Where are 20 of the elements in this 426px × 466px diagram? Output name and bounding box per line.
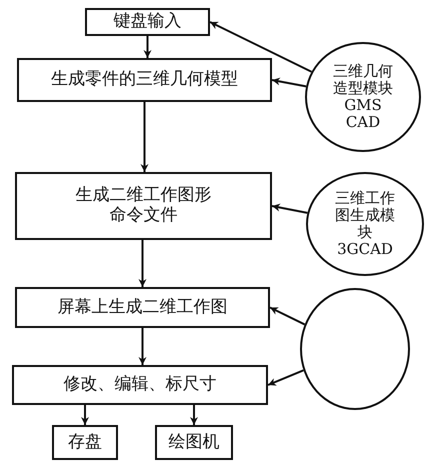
arrow: [272, 204, 308, 214]
process-box: 键盘输入: [85, 8, 210, 36]
arrow: [190, 405, 198, 425]
process-box: 生成二维工作图形命令文件: [15, 172, 272, 240]
arrow: [140, 102, 148, 172]
arrow: [270, 306, 306, 326]
process-box: 生成零件的三维几何模型: [17, 58, 272, 102]
arrow: [138, 328, 146, 365]
process-box: 屏幕上生成二维工作图: [15, 287, 270, 328]
arrow: [272, 78, 306, 88]
arrow: [210, 21, 312, 73]
arrow: [144, 36, 152, 58]
process-box: 存盘: [52, 425, 118, 460]
process-box: 修改、编辑、标尺寸: [12, 365, 268, 405]
arrow: [81, 405, 89, 425]
module-circle: 三维工作图生成模块3GCAD: [306, 172, 424, 276]
process-box: 绘图机: [155, 425, 233, 460]
module-circle: 三维几何造型模块GMS CAD: [305, 42, 421, 152]
arrow: [138, 240, 146, 287]
arrow: [268, 369, 304, 386]
